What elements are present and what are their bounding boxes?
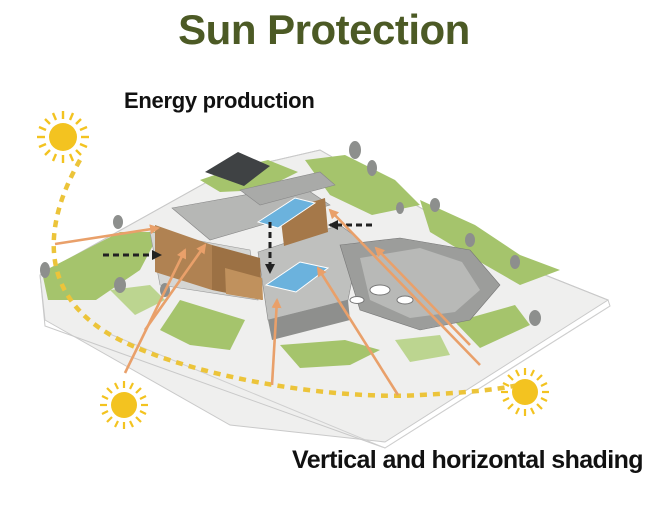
sun-icon — [501, 368, 549, 416]
sun-icon — [37, 111, 89, 163]
sun-icon — [100, 381, 148, 429]
